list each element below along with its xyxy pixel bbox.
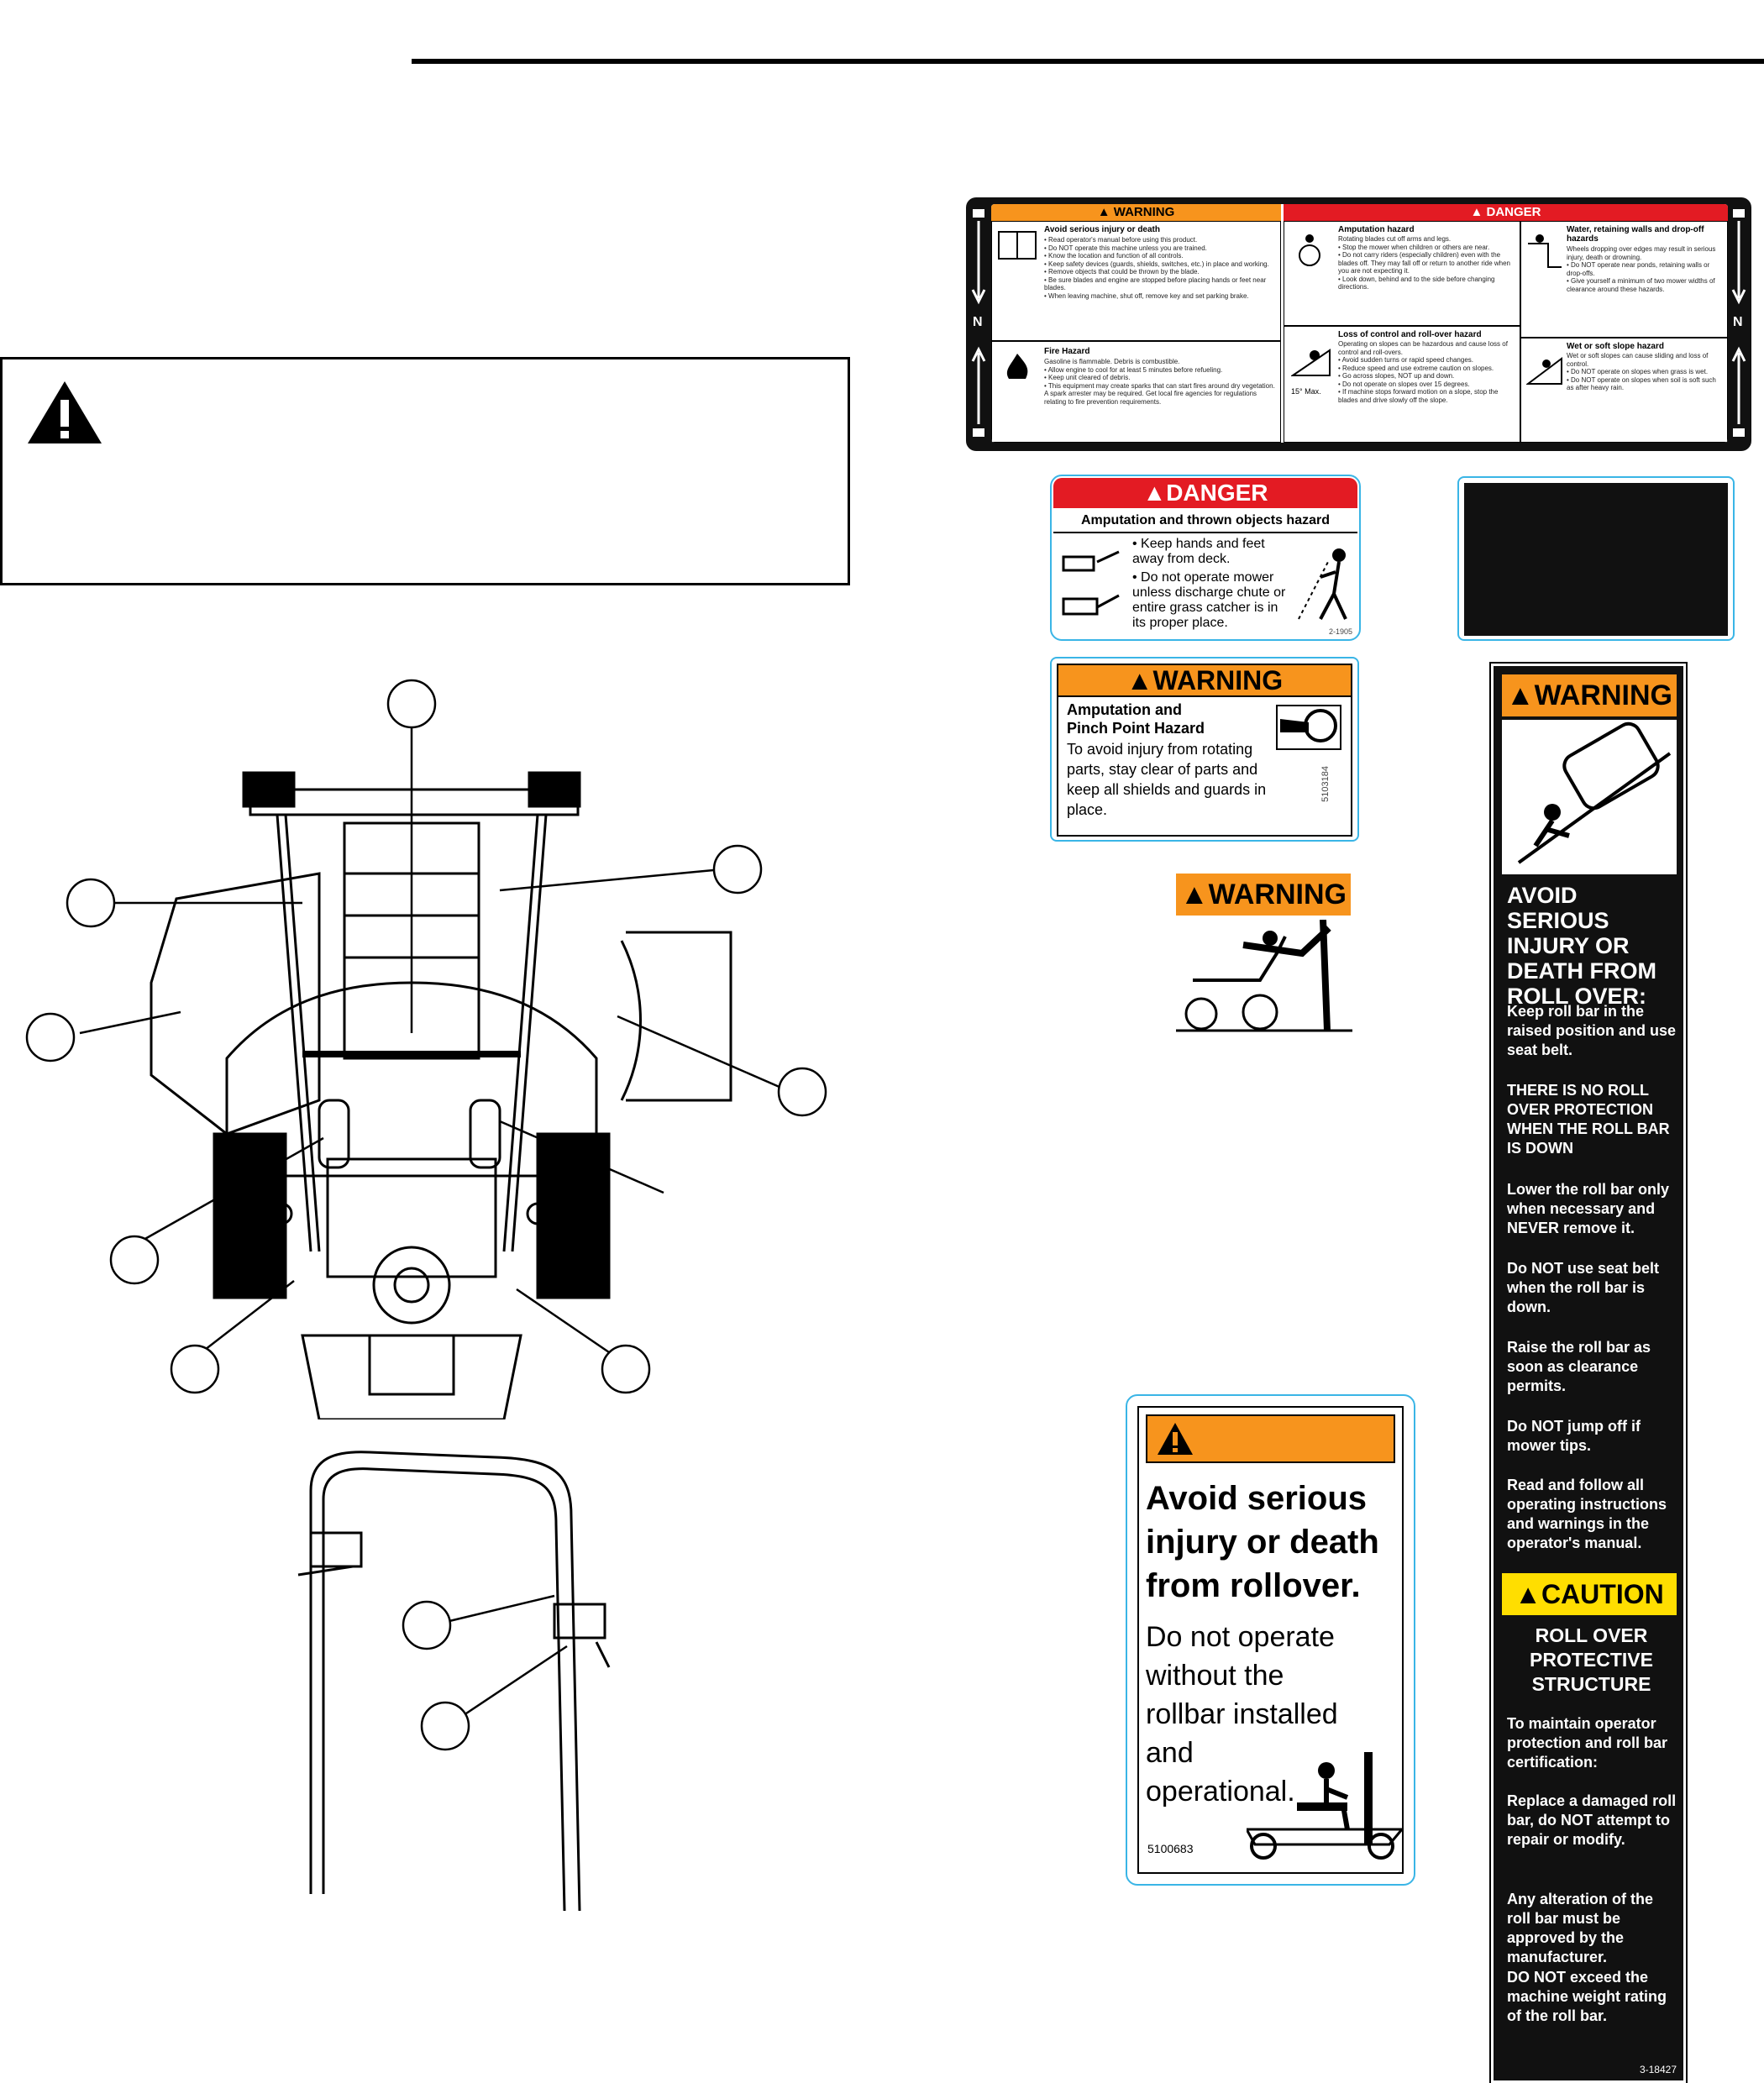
neutral-letter-right: N: [1733, 315, 1743, 329]
warning-small-header: ▲WARNING: [1176, 874, 1351, 916]
tall-item: Lower the roll bar only when necessary a…: [1507, 1181, 1670, 1236]
warning-triangle-icon: [28, 381, 102, 443]
tall-caution-header: ▲CAUTION: [1502, 1573, 1677, 1615]
danger-bullet: • Do not operate mower unless discharge …: [1132, 570, 1286, 630]
header-rule: [412, 59, 1764, 64]
decal-right-strip: N: [1726, 197, 1751, 451]
decal-left-strip: N: [966, 197, 991, 451]
rollover-title: Avoid serious injury or death from rollo…: [1146, 1480, 1379, 1604]
tall-item: Do NOT jump off if mower tips.: [1507, 1418, 1641, 1454]
decal-danger-header: ▲ DANGER: [1284, 204, 1728, 221]
cell-text: Wet or soft slopes can cause sliding and…: [1567, 352, 1716, 391]
slope-label: 15° Max.: [1291, 387, 1321, 396]
fire-icon: [1006, 354, 1028, 379]
cell-rollover: 15° Max. Loss of control and roll-over h…: [1284, 326, 1520, 443]
mower-top-view-diagram: [25, 679, 827, 1419]
warning-body: To avoid injury from rotating parts, sta…: [1067, 741, 1267, 818]
mower-operator-icon: [1247, 1752, 1402, 1860]
rollover-tipping-icon: [1517, 721, 1672, 864]
cell-title: Water, retaining walls and drop-off haza…: [1567, 225, 1704, 244]
blank-decal-fill: [1464, 483, 1728, 636]
cell-text: • Read operator's manual before using th…: [1044, 236, 1269, 300]
cell-text: Gasoline is flammable. Debris is combust…: [1044, 358, 1275, 406]
warning-box: [0, 357, 850, 585]
tall-caution-heading: ROLL OVER PROTECTIVE STRUCTURE: [1530, 1624, 1653, 1695]
rollover-header-bar: [1146, 1414, 1395, 1463]
cell-title: Fire Hazard: [1044, 347, 1090, 356]
rollover-part-number: 5100683: [1147, 1842, 1194, 1855]
cell-title: Avoid serious injury or death: [1044, 225, 1160, 234]
tall-item: Keep roll bar in the raised position and…: [1507, 1003, 1677, 1058]
pinch-point-icon: [1276, 705, 1341, 750]
cell-text: Wheels dropping over edges may result in…: [1567, 245, 1716, 293]
tall-part-number: 3-18427: [1639, 2064, 1677, 2075]
cell-title: Wet or soft slope hazard: [1567, 342, 1664, 351]
thrown-object-icon: [1298, 548, 1347, 620]
cell-text: Operating on slopes can be hazardous and…: [1338, 340, 1508, 404]
danger-subtitle: Amputation and thrown objects hazard: [1053, 510, 1357, 533]
warning-pinch-decal: ▲WARNING Amputation and Pinch Point Haza…: [1050, 657, 1359, 842]
tall-rollover-warning-decal: ▲WARNING AVOID SERIOUS INJURY OR DEATH F…: [1489, 662, 1688, 2083]
tall-heading: AVOID SERIOUS INJURY OR DEATH FROM ROLL …: [1507, 883, 1656, 1009]
cell-title: Amputation hazard: [1338, 225, 1415, 234]
tall-item: Do NOT use seat belt when the roll bar i…: [1507, 1260, 1660, 1315]
tall-warning-header: ▲WARNING: [1502, 674, 1677, 716]
tall-item: Read and follow all operating instructio…: [1507, 1477, 1667, 1551]
blade-hazard-icon: [1299, 234, 1320, 266]
slope-rollover-icon: [1291, 349, 1331, 376]
cell-wet-slope: Wet or soft slope hazard Wet or soft slo…: [1520, 338, 1728, 443]
neutral-letter-left: N: [973, 315, 983, 329]
book-icon: [998, 231, 1037, 260]
cell-title: Loss of control and roll-over hazard: [1338, 330, 1482, 339]
danger-bullet: • Keep hands and feet away from deck.: [1132, 537, 1265, 566]
warning-title: Amputation and Pinch Point Hazard: [1067, 701, 1205, 737]
cell-amputation: Amputation hazard Rotating blades cut of…: [1284, 221, 1520, 326]
rollbar-diagram: [297, 1451, 611, 1912]
warning-pinch-frame: ▲WARNING Amputation and Pinch Point Haza…: [1057, 664, 1352, 837]
rollover-decal: Avoid serious injury or death from rollo…: [1126, 1394, 1415, 1886]
cell-avoid-injury: Avoid serious injury or death • Read ope…: [991, 221, 1281, 341]
warning-header: ▲WARNING: [1058, 665, 1351, 697]
danger-header: ▲DANGER: [1053, 478, 1357, 508]
cell-text: Rotating blades cut off arms and legs. •…: [1338, 235, 1511, 291]
danger-part-number: 2-1905: [1328, 627, 1352, 636]
tall-rollover-picture: [1502, 720, 1677, 874]
tall-caution-item: Any alteration of the roll bar must be a…: [1507, 1891, 1654, 1965]
tall-caution-item: Replace a damaged roll bar, do NOT attem…: [1507, 1792, 1677, 1848]
tall-caution-item: DO NOT exceed the machine weight rating …: [1507, 1969, 1667, 2024]
dropoff-icon: [1528, 234, 1562, 268]
tall-caution-item: To maintain operator protection and roll…: [1507, 1715, 1668, 1771]
main-safety-decal: N N ▲ WARNING ▲ DANGER Avoid serious inj…: [966, 197, 1751, 451]
blank-decal: [1457, 476, 1735, 641]
rollover-frame: Avoid serious injury or death from rollo…: [1137, 1406, 1404, 1874]
cell-fire-hazard: Fire Hazard Gasoline is flammable. Debri…: [991, 341, 1281, 443]
rollover-body: Do not operate without the rollbar insta…: [1146, 1621, 1338, 1808]
decal-warning-header: ▲ WARNING: [991, 204, 1281, 221]
decal-panel: ▲ WARNING ▲ DANGER Avoid serious injury …: [991, 204, 1728, 443]
wet-slope-icon: [1526, 357, 1562, 385]
branch-hazard-icon: [1176, 920, 1352, 1032]
warning-part-number: 5103184: [1320, 766, 1331, 802]
cell-water-dropoff: Water, retaining walls and drop-off haza…: [1520, 221, 1728, 338]
warning-triangle-icon: [1158, 1423, 1193, 1455]
tall-item: Raise the roll bar as soon as clearance …: [1507, 1339, 1651, 1394]
hand-foot-icon: [1062, 550, 1120, 616]
danger-amputation-decal: ▲DANGER Amputation and thrown objects ha…: [1050, 475, 1361, 641]
tall-item: THERE IS NO ROLL OVER PROTECTION WHEN TH…: [1507, 1082, 1670, 1157]
